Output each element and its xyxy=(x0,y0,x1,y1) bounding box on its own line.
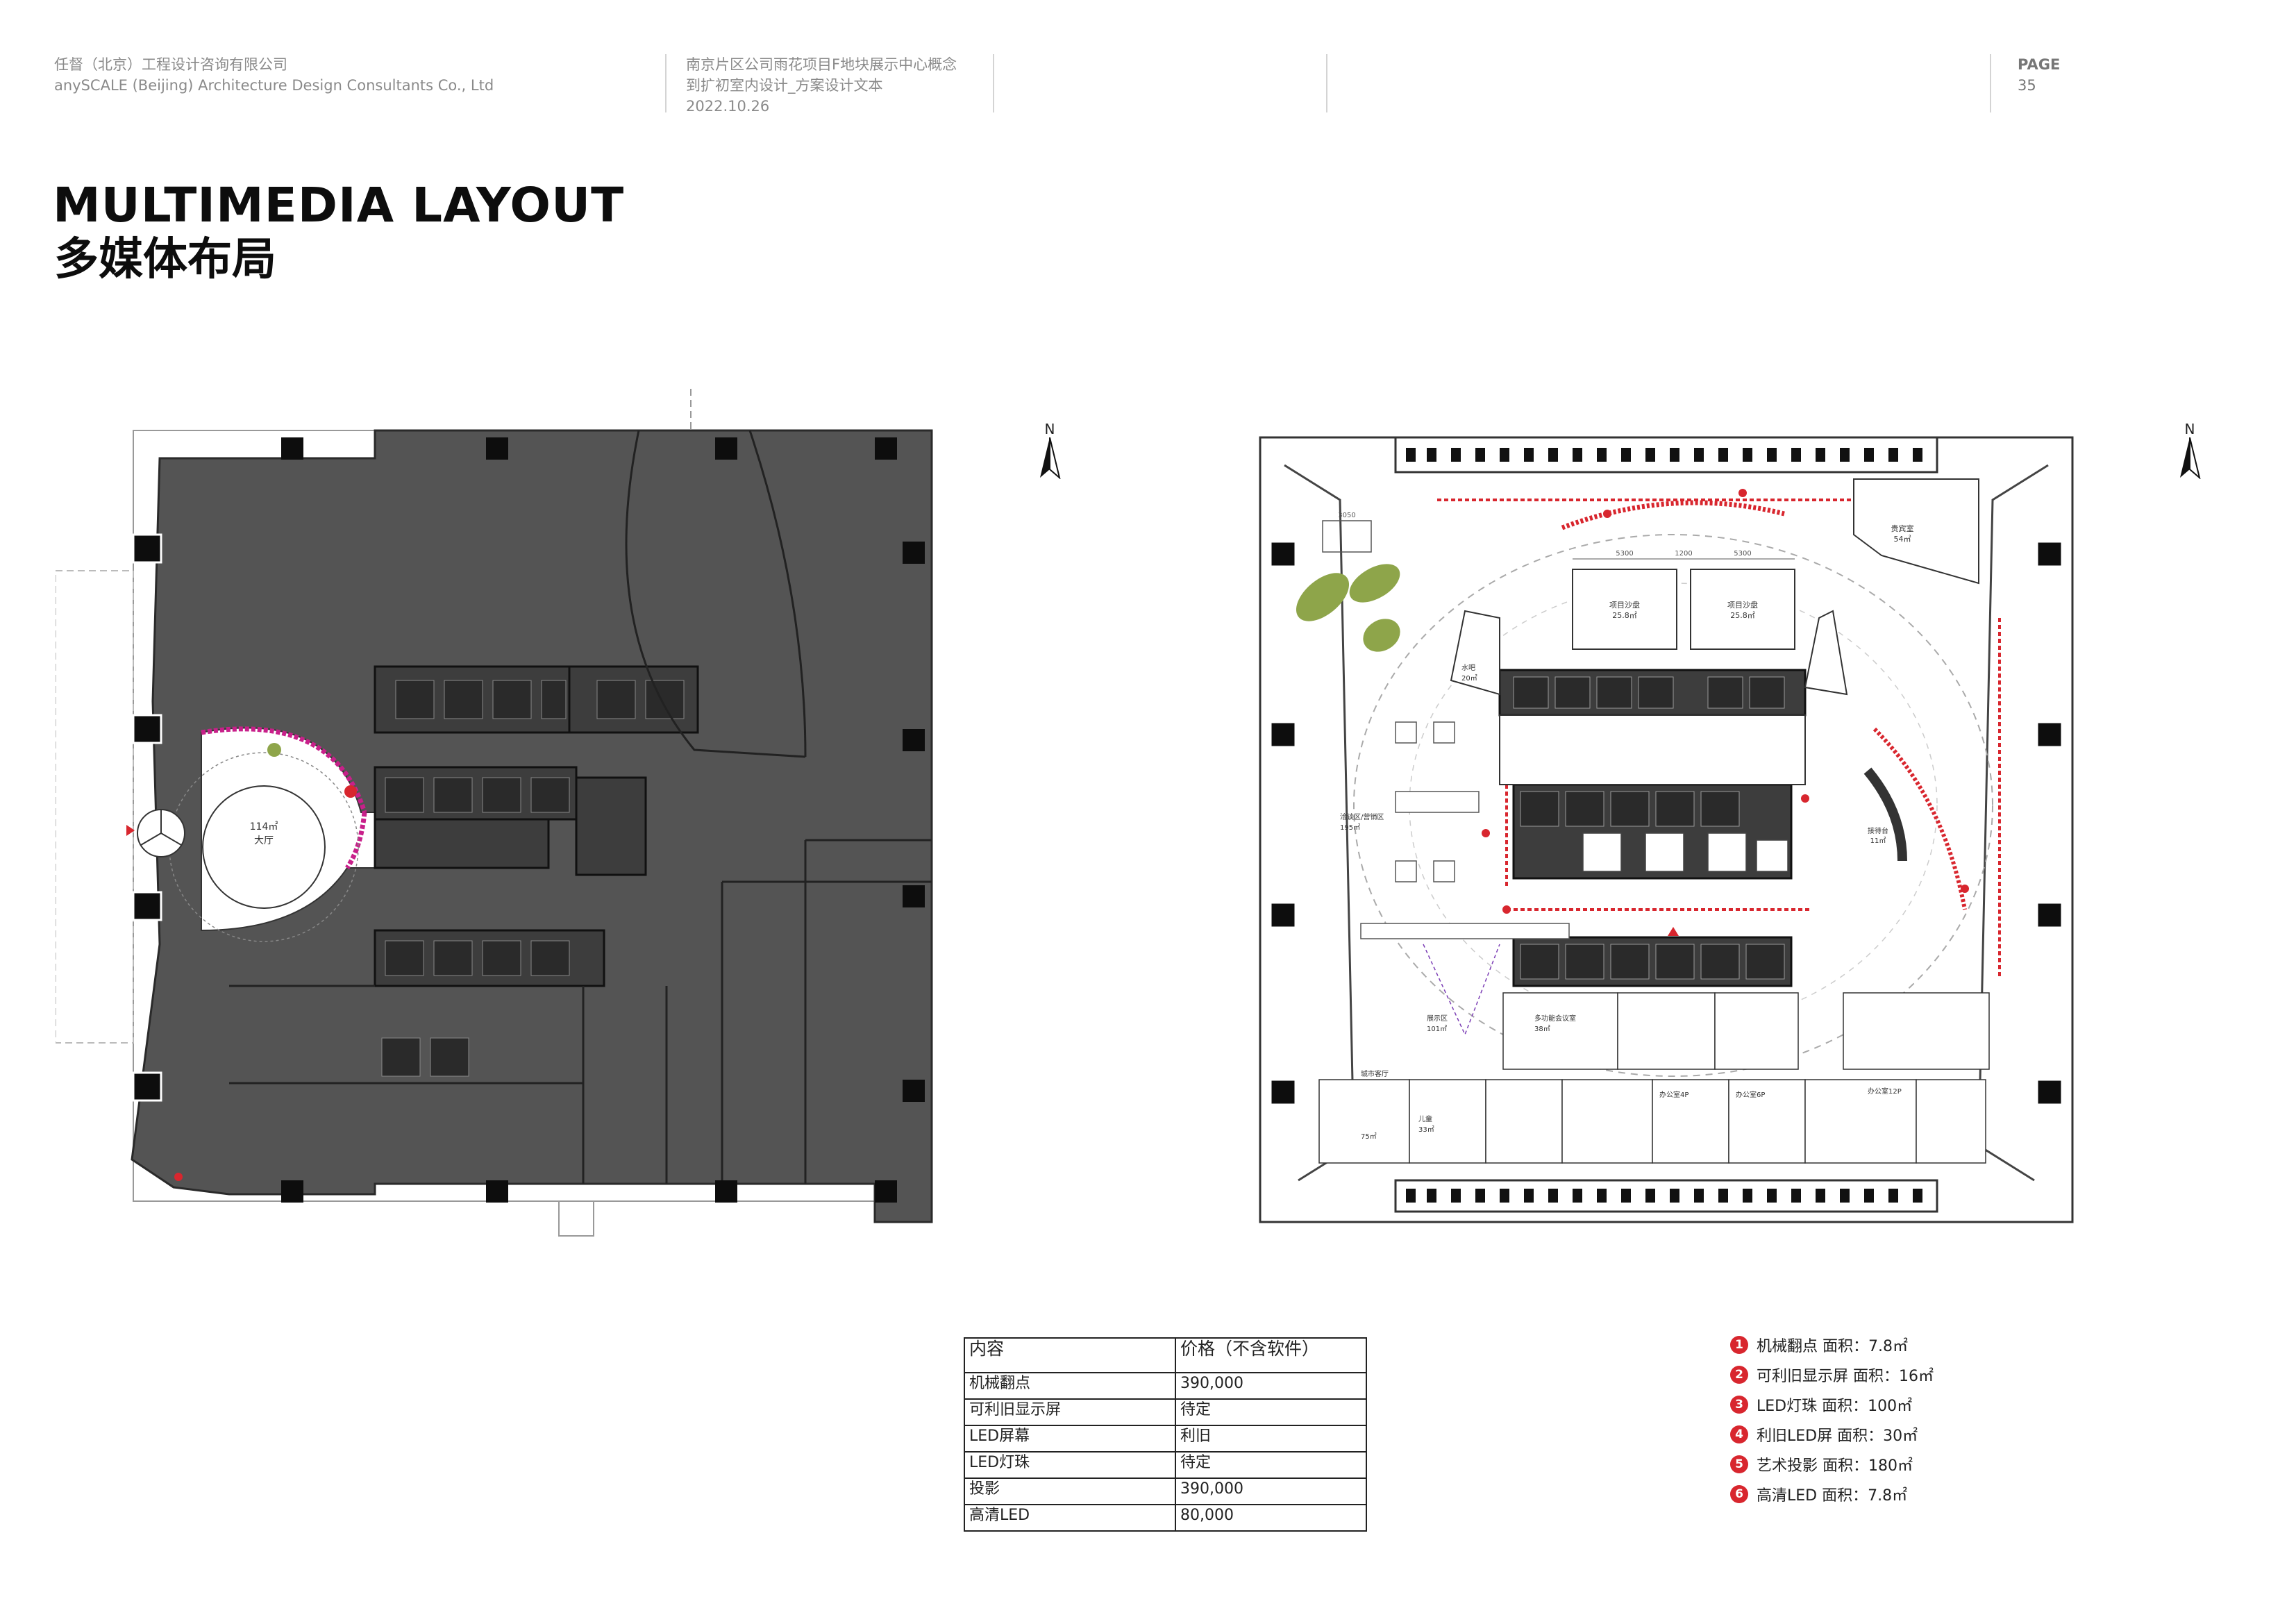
project-title-line2: 到扩初室内设计_方案设计文本 xyxy=(686,77,883,94)
page-title-en: MULTIMEDIA LAYOUT xyxy=(53,178,625,233)
city-hall-area: 75㎡ xyxy=(1361,1132,1377,1141)
project-date: 2022.10.26 xyxy=(686,98,770,115)
header-divider xyxy=(665,54,667,112)
legend-item: 5 艺术投影 面积：180㎡ xyxy=(1730,1449,1934,1479)
legend-number-badge: 5 xyxy=(1730,1455,1748,1473)
lobby-name-label: 大厅 xyxy=(254,835,274,846)
office-label: 办公室4P xyxy=(1659,1090,1689,1099)
page-label: PAGE xyxy=(2018,56,2061,73)
water-bar-label: 水吧 xyxy=(1461,664,1475,672)
table-header-cell: 内容 xyxy=(964,1337,1176,1373)
reception-label: 接待台 xyxy=(1868,826,1888,835)
table-cell: 390,000 xyxy=(1175,1477,1367,1505)
dim-label: 5300 xyxy=(1616,550,1633,558)
table-cell: 利旧 xyxy=(1175,1425,1367,1453)
north-icon xyxy=(1040,437,1061,480)
legend-number-badge: 2 xyxy=(1730,1365,1748,1384)
legend-item: 4 利旧LED屏 面积：30㎡ xyxy=(1730,1419,1934,1449)
price-table: 内容 价格（不含软件） 机械翻点 390,000 可利旧显示屏 待定 LED屏幕… xyxy=(964,1337,1367,1532)
table-cell: 待定 xyxy=(1175,1398,1367,1426)
legend-item: 2 可利旧显示屏 面积：16㎡ xyxy=(1730,1359,1934,1389)
floor-plan-right: 项目沙盘 25.8㎡ 项目沙盘 25.8㎡ 5300 1200 5300 305… xyxy=(1259,436,2074,1223)
lobby-area-label: 114㎡ xyxy=(250,821,278,832)
meeting-area: 38㎡ xyxy=(1534,1025,1550,1033)
dim-label: 5300 xyxy=(1734,550,1751,558)
reception-area: 11㎡ xyxy=(1870,837,1886,845)
table-cell: 待定 xyxy=(1175,1451,1367,1479)
legend-number-badge: 6 xyxy=(1730,1484,1748,1503)
page-block: PAGE 35 xyxy=(2018,54,2060,96)
legend-text: 艺术投影 面积：180㎡ xyxy=(1757,1457,1913,1475)
dim-label: 1200 xyxy=(1675,550,1692,558)
table-row: 投影 390,000 xyxy=(964,1477,1367,1505)
table-cell: 可利旧显示屏 xyxy=(964,1398,1176,1426)
table-row: LED屏幕 利旧 xyxy=(964,1425,1367,1453)
header-divider xyxy=(1326,54,1327,112)
table-cell: 80,000 xyxy=(1175,1504,1367,1532)
table-cell: 机械翻点 xyxy=(964,1372,1176,1400)
page-number: 35 xyxy=(2018,77,2036,94)
north-label: N xyxy=(1044,421,1055,437)
north-arrow-left: N xyxy=(1036,421,1064,483)
sandtable-a-label: 项目沙盘 xyxy=(1609,600,1640,610)
floor-plan-left: 114㎡ 大厅 xyxy=(56,389,933,1237)
sandtable-b-area: 25.8㎡ xyxy=(1730,611,1755,620)
north-arrow-right: N xyxy=(2176,421,2204,483)
page-title-cn: 多媒体布局 xyxy=(54,234,276,285)
dim-label: 3050 xyxy=(1338,512,1355,519)
legend-item: 1 机械翻点 面积：7.8㎡ xyxy=(1730,1330,1934,1359)
table-cell: LED灯珠 xyxy=(964,1451,1176,1479)
north-icon xyxy=(2180,437,2201,480)
table-cell: 390,000 xyxy=(1175,1372,1367,1400)
table-cell: 高清LED xyxy=(964,1504,1176,1532)
vip-room-area: 54㎡ xyxy=(1894,535,1911,544)
project-block: 南京片区公司雨花项目F地块展示中心概念 到扩初室内设计_方案设计文本 2022.… xyxy=(686,54,957,117)
table-header-cell: 价格（不含软件） xyxy=(1175,1337,1367,1373)
kids-area: 33㎡ xyxy=(1418,1125,1434,1134)
water-bar-area: 20㎡ xyxy=(1461,674,1477,683)
legend-text: 利旧LED屏 面积：30㎡ xyxy=(1757,1427,1918,1445)
table-row: 机械翻点 390,000 xyxy=(964,1372,1367,1400)
negotiation-area: 195㎡ xyxy=(1340,823,1360,832)
legend-number-badge: 4 xyxy=(1730,1425,1748,1443)
sandtable-a-area: 25.8㎡ xyxy=(1612,611,1637,620)
office-label: 办公室12P xyxy=(1868,1087,1902,1096)
vip-room-label: 贵宾室 xyxy=(1891,524,1914,533)
legend-text: LED灯珠 面积：100㎡ xyxy=(1757,1397,1913,1415)
legend-text: 机械翻点 面积：7.8㎡ xyxy=(1757,1337,1908,1355)
city-hall-label: 城市客厅 xyxy=(1361,1069,1389,1078)
company-name-cn: 任督（北京）工程设计咨询有限公司 xyxy=(54,56,287,73)
gallery-label: 展示区 xyxy=(1427,1014,1448,1023)
table-cell: LED屏幕 xyxy=(964,1425,1176,1453)
table-row: 可利旧显示屏 待定 xyxy=(964,1398,1367,1426)
office-label: 办公室6P xyxy=(1736,1090,1765,1099)
gallery-area: 101㎡ xyxy=(1427,1025,1447,1033)
company-name-en: anySCALE (Beijing) Architecture Design C… xyxy=(54,77,494,94)
table-row: LED灯珠 待定 xyxy=(964,1451,1367,1479)
header-divider xyxy=(1990,54,1991,112)
negotiation-label: 洽谈区/营销区 xyxy=(1340,812,1384,821)
legend-number-badge: 3 xyxy=(1730,1395,1748,1414)
legend-number-badge: 1 xyxy=(1730,1335,1748,1354)
kids-label: 儿童 xyxy=(1418,1114,1432,1123)
legend: 1 机械翻点 面积：7.8㎡ 2 可利旧显示屏 面积：16㎡ 3 LED灯珠 面积：1… xyxy=(1730,1330,1934,1509)
header-divider xyxy=(993,54,994,112)
legend-text: 可利旧显示屏 面积：16㎡ xyxy=(1757,1367,1934,1385)
meeting-label: 多功能会议室 xyxy=(1534,1014,1576,1023)
legend-text: 高清LED 面积：7.8㎡ xyxy=(1757,1487,1908,1505)
sandtable-b-label: 项目沙盘 xyxy=(1727,600,1758,610)
north-label: N xyxy=(2184,421,2195,437)
legend-item: 3 LED灯珠 面积：100㎡ xyxy=(1730,1389,1934,1419)
project-title-line1: 南京片区公司雨花项目F地块展示中心概念 xyxy=(686,56,957,73)
company-block: 任督（北京）工程设计咨询有限公司 anySCALE (Beijing) Arch… xyxy=(54,54,494,96)
table-header-row: 内容 价格（不含软件） xyxy=(964,1337,1367,1373)
legend-item: 6 高清LED 面积：7.8㎡ xyxy=(1730,1479,1934,1509)
table-row: 高清LED 80,000 xyxy=(964,1504,1367,1532)
table-cell: 投影 xyxy=(964,1477,1176,1505)
